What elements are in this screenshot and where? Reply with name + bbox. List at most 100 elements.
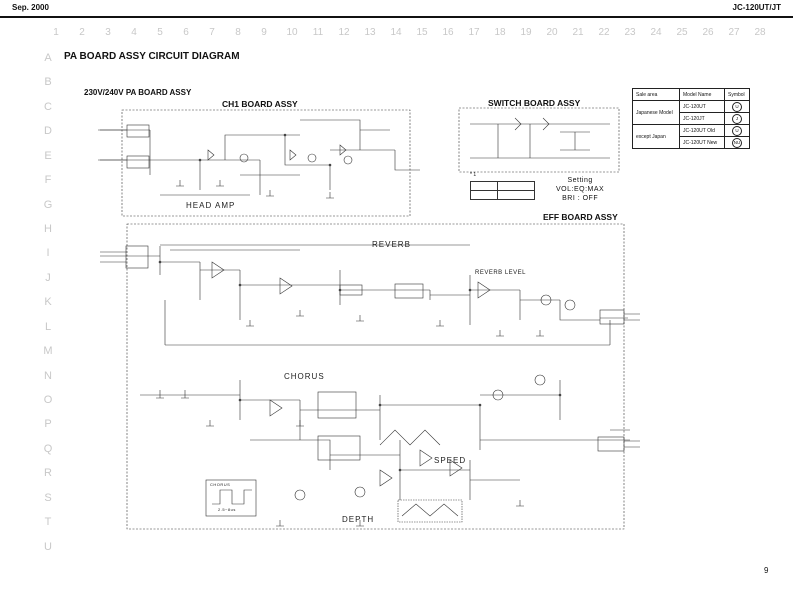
column-number: 12 [338, 27, 350, 38]
eff-board-outline [126, 223, 625, 530]
reverb-level-label: REVERB LEVEL [475, 270, 527, 276]
row-letter: A [44, 52, 52, 64]
row-letter: U [44, 541, 52, 553]
switch-board-outline [458, 107, 620, 173]
row-letter: S [44, 492, 52, 504]
chorus-waveform-box [205, 479, 257, 517]
row-letter: I [46, 247, 50, 259]
row-letter: R [44, 467, 52, 479]
header-date: Sep. 2000 [12, 3, 49, 12]
legend-row: Japanese Model JC-120UT U [632, 100, 750, 125]
legend-symbol: U [732, 125, 742, 136]
header-rule [0, 16, 793, 18]
legend-header: Symbol [724, 88, 750, 101]
column-number: 6 [183, 27, 189, 38]
column-number: 18 [494, 27, 506, 38]
column-number: 9 [261, 27, 267, 38]
legend-model: JC-120UT New [679, 136, 725, 149]
row-letter: L [44, 321, 52, 333]
column-number: 10 [286, 27, 298, 38]
row-letter: B [44, 76, 52, 88]
row-letter: C [44, 101, 52, 113]
component-ticks [158, 133, 562, 472]
row-letter: N [44, 370, 52, 382]
column-number: 1 [53, 27, 59, 38]
star-note: * 1 [470, 172, 477, 178]
row-letter: K [44, 296, 52, 308]
row-letter: G [43, 199, 53, 211]
column-number: 11 [312, 27, 324, 38]
voltage-option-table [470, 181, 535, 200]
row-letter: P [44, 418, 52, 430]
column-number: 22 [598, 27, 610, 38]
chorus-bbd-ic [317, 391, 357, 419]
legend-header: Model Name [679, 88, 725, 101]
setting-note: Setting VOL:EQ:MAX BRI : OFF [556, 176, 604, 203]
chorus-square-wave [212, 489, 252, 505]
row-letter: O [43, 394, 53, 406]
column-number: 24 [650, 27, 662, 38]
row-index: A B C D E F G H I J K L M N O P Q R S T … [38, 0, 58, 589]
column-number: 7 [209, 27, 215, 38]
row-letter: H [44, 223, 52, 235]
legend-model: JC-120UT [679, 100, 725, 113]
row-letter: M [43, 345, 53, 357]
column-number: 28 [754, 27, 766, 38]
column-number: 21 [572, 27, 584, 38]
legend-area: except Japan [632, 124, 680, 149]
legend-symbol: J [732, 113, 742, 124]
column-number: 19 [520, 27, 532, 38]
legend-area: Japanese Model [632, 100, 680, 125]
speed-triangle-wave [379, 429, 441, 446]
column-number: 8 [235, 27, 241, 38]
row-letter: T [44, 516, 52, 528]
reverb-tank-connector [394, 283, 424, 299]
reverb-label: REVERB [372, 240, 411, 249]
speed-label: SPEED [434, 456, 467, 465]
row-letter: D [44, 125, 52, 137]
legend-symbol: NU [732, 137, 742, 148]
chorus-label: CHORUS [284, 372, 325, 381]
row-letter: Q [43, 443, 53, 455]
legend-model: JC-120JT [679, 112, 725, 125]
legend-row: JC-120UT New NU [633, 136, 750, 149]
column-number: 27 [728, 27, 740, 38]
eff-board-title: EFF BOARD ASSY [543, 212, 618, 222]
diagram-title: PA BOARD ASSY CIRCUIT DIAGRAM [64, 51, 240, 62]
column-index: 1 2 3 4 5 6 7 8 9 10 11 12 13 14 15 16 1… [0, 27, 793, 41]
column-number: 20 [546, 27, 558, 38]
diagram-subtitle: 230V/240V PA BOARD ASSY [84, 88, 192, 97]
column-number: 25 [676, 27, 688, 38]
switch-board-title: SWITCH BOARD ASSY [488, 98, 581, 108]
legend-symbol: U [732, 101, 742, 112]
header-model: JC-120UT/JT [732, 3, 781, 12]
legend-header-row: Sale area Model Name Symbol [632, 88, 750, 101]
row-letter: E [44, 150, 52, 162]
column-number: 2 [79, 27, 85, 38]
depth-label: DEPTH [342, 515, 375, 524]
legend-header: Sale area [632, 88, 680, 101]
column-number: 23 [624, 27, 636, 38]
column-number: 4 [131, 27, 137, 38]
column-number: 5 [157, 27, 163, 38]
setting-line: VOL:EQ:MAX [556, 186, 605, 193]
legend-model: JC-120UT Old [679, 124, 725, 137]
column-number: 17 [468, 27, 480, 38]
setting-line: BRI : OFF [562, 195, 599, 202]
head-amp-label: HEAD AMP [186, 201, 236, 210]
column-number: 13 [364, 27, 376, 38]
setting-line: Setting [567, 177, 593, 184]
column-number: 14 [390, 27, 402, 38]
column-number: 16 [442, 27, 454, 38]
column-number: 15 [416, 27, 428, 38]
ch1-board-title: CH1 BOARD ASSY [222, 99, 298, 109]
model-legend-table: Sale area Model Name Symbol Japanese Mod… [632, 88, 750, 149]
row-letter: F [44, 174, 52, 186]
column-number: 3 [105, 27, 111, 38]
depth-triangle-wave [401, 503, 459, 517]
ch1-board-outline [121, 109, 411, 217]
column-number: 26 [702, 27, 714, 38]
legend-row: except Japan JC-120UT Old U [632, 124, 750, 149]
page-number: 9 [764, 566, 769, 575]
